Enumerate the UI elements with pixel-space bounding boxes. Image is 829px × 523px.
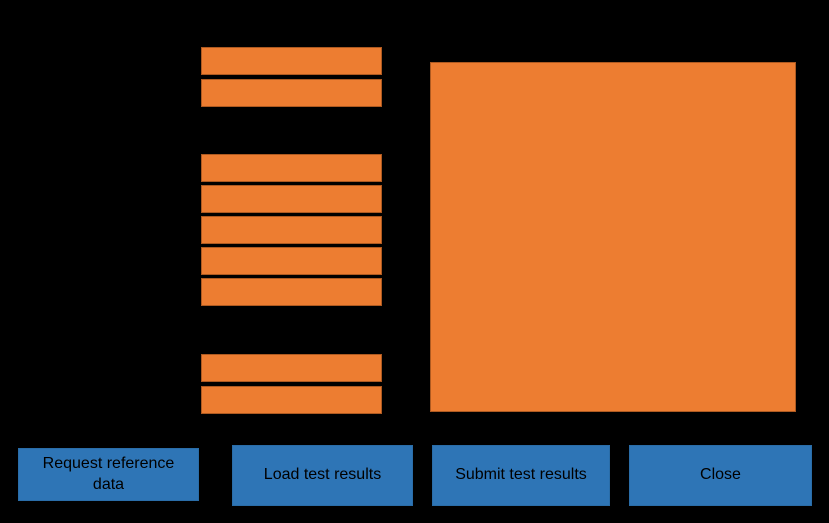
load-test-results-button-label: Load test results bbox=[263, 466, 382, 484]
text-field[interactable] bbox=[201, 386, 382, 414]
text-field[interactable] bbox=[201, 47, 382, 75]
request-reference-data-button[interactable]: Request reference data bbox=[18, 448, 199, 501]
text-field[interactable] bbox=[201, 154, 382, 182]
text-field[interactable] bbox=[201, 216, 382, 244]
request-reference-data-button-label: Request reference data bbox=[42, 454, 175, 493]
text-field[interactable] bbox=[201, 247, 382, 275]
top-field-group bbox=[201, 47, 382, 107]
middle-field-group bbox=[201, 154, 382, 306]
close-button[interactable]: Close bbox=[629, 445, 812, 506]
results-display-panel[interactable] bbox=[430, 62, 796, 412]
submit-test-results-button[interactable]: Submit test results bbox=[432, 445, 610, 506]
text-field[interactable] bbox=[201, 278, 382, 306]
submit-test-results-button-label: Submit test results bbox=[455, 466, 587, 484]
close-button-label: Close bbox=[700, 466, 741, 484]
text-field[interactable] bbox=[201, 185, 382, 213]
bottom-field-group bbox=[201, 354, 382, 414]
text-field[interactable] bbox=[201, 354, 382, 382]
text-field[interactable] bbox=[201, 79, 382, 107]
load-test-results-button[interactable]: Load test results bbox=[232, 445, 413, 506]
